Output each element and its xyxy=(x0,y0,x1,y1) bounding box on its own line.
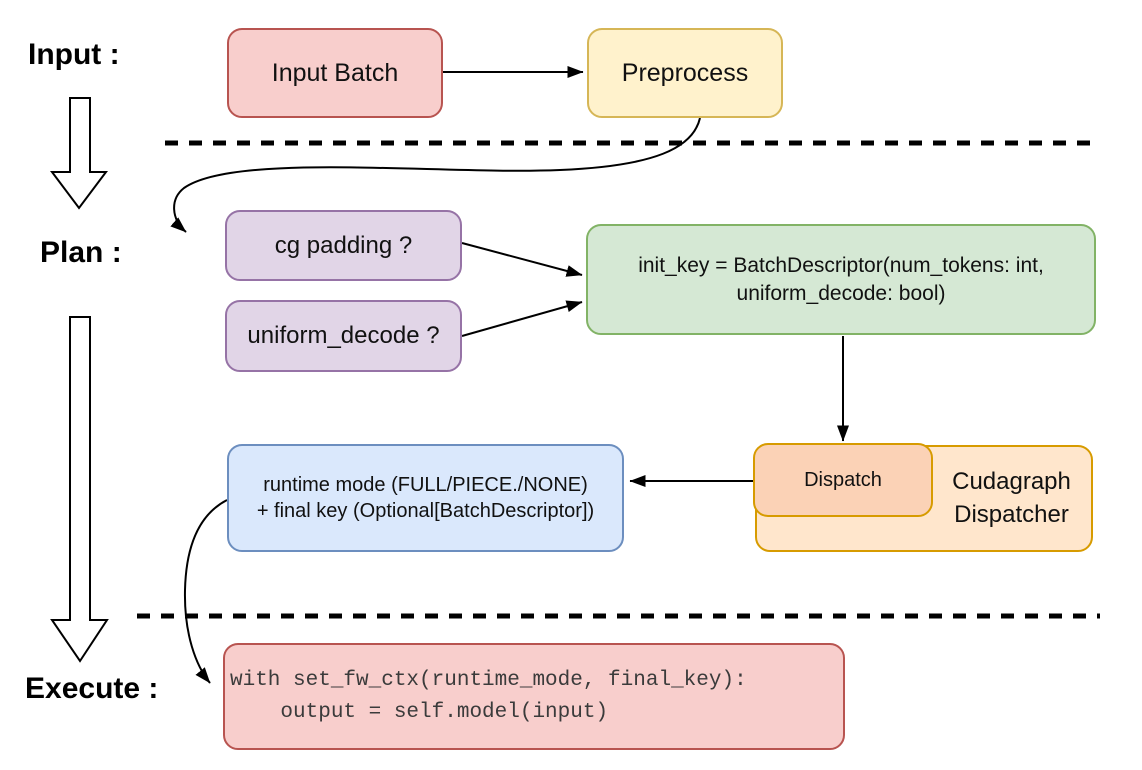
node-input-batch-label: Input Batch xyxy=(271,58,399,87)
node-runtime-mode: runtime mode (FULL/PIECE./NONE) + final … xyxy=(227,444,624,552)
phase-arrow-plan-to-execute xyxy=(50,316,109,663)
cudagraph-label-line1: Cudagraph xyxy=(952,468,1071,496)
node-runtime-mode-line1: runtime mode (FULL/PIECE./NONE) xyxy=(263,473,588,496)
node-execute-code: with set_fw_ctx(runtime_mode, final_key)… xyxy=(223,643,845,750)
execute-code-line2: output = self.model(input) xyxy=(230,700,609,724)
node-preprocess: Preprocess xyxy=(587,28,783,118)
node-runtime-mode-line2: + final key (Optional[BatchDescriptor]) xyxy=(256,500,595,522)
arrow-runtimemode-to-execute xyxy=(183,499,228,684)
node-init-key-line1: init_key = BatchDescriptor(num_tokens: i… xyxy=(638,253,1044,277)
arrow-preprocess-to-plan xyxy=(170,117,701,233)
arrow-uniformdecode-to-initkey xyxy=(461,300,583,337)
node-init-key: init_key = BatchDescriptor(num_tokens: i… xyxy=(586,224,1096,335)
cudagraph-label-line2: Dispatcher xyxy=(954,500,1069,528)
node-uniform-decode: uniform_decode ? xyxy=(225,300,462,372)
node-input-batch: Input Batch xyxy=(227,28,443,118)
section-label-input: Input : xyxy=(28,38,120,71)
section-label-plan: Plan : xyxy=(40,236,122,269)
node-dispatch: Dispatch xyxy=(753,443,933,517)
node-cg-padding: cg padding ? xyxy=(225,210,462,281)
node-preprocess-label: Preprocess xyxy=(621,58,749,87)
node-uniform-decode-label: uniform_decode ? xyxy=(247,322,440,350)
phase-arrow-input-to-plan xyxy=(50,97,108,210)
node-cudagraph-dispatcher-label: Cudagraph Dispatcher xyxy=(930,445,1093,552)
node-init-key-line2: uniform_decode: bool) xyxy=(736,281,946,305)
node-cg-padding-label: cg padding ? xyxy=(274,231,413,259)
node-dispatch-label: Dispatch xyxy=(804,468,882,491)
section-label-execute: Execute : xyxy=(25,672,159,705)
execute-code-line1: with set_fw_ctx(runtime_mode, final_key)… xyxy=(230,669,747,692)
arrow-cgpadding-to-initkey xyxy=(461,242,583,277)
